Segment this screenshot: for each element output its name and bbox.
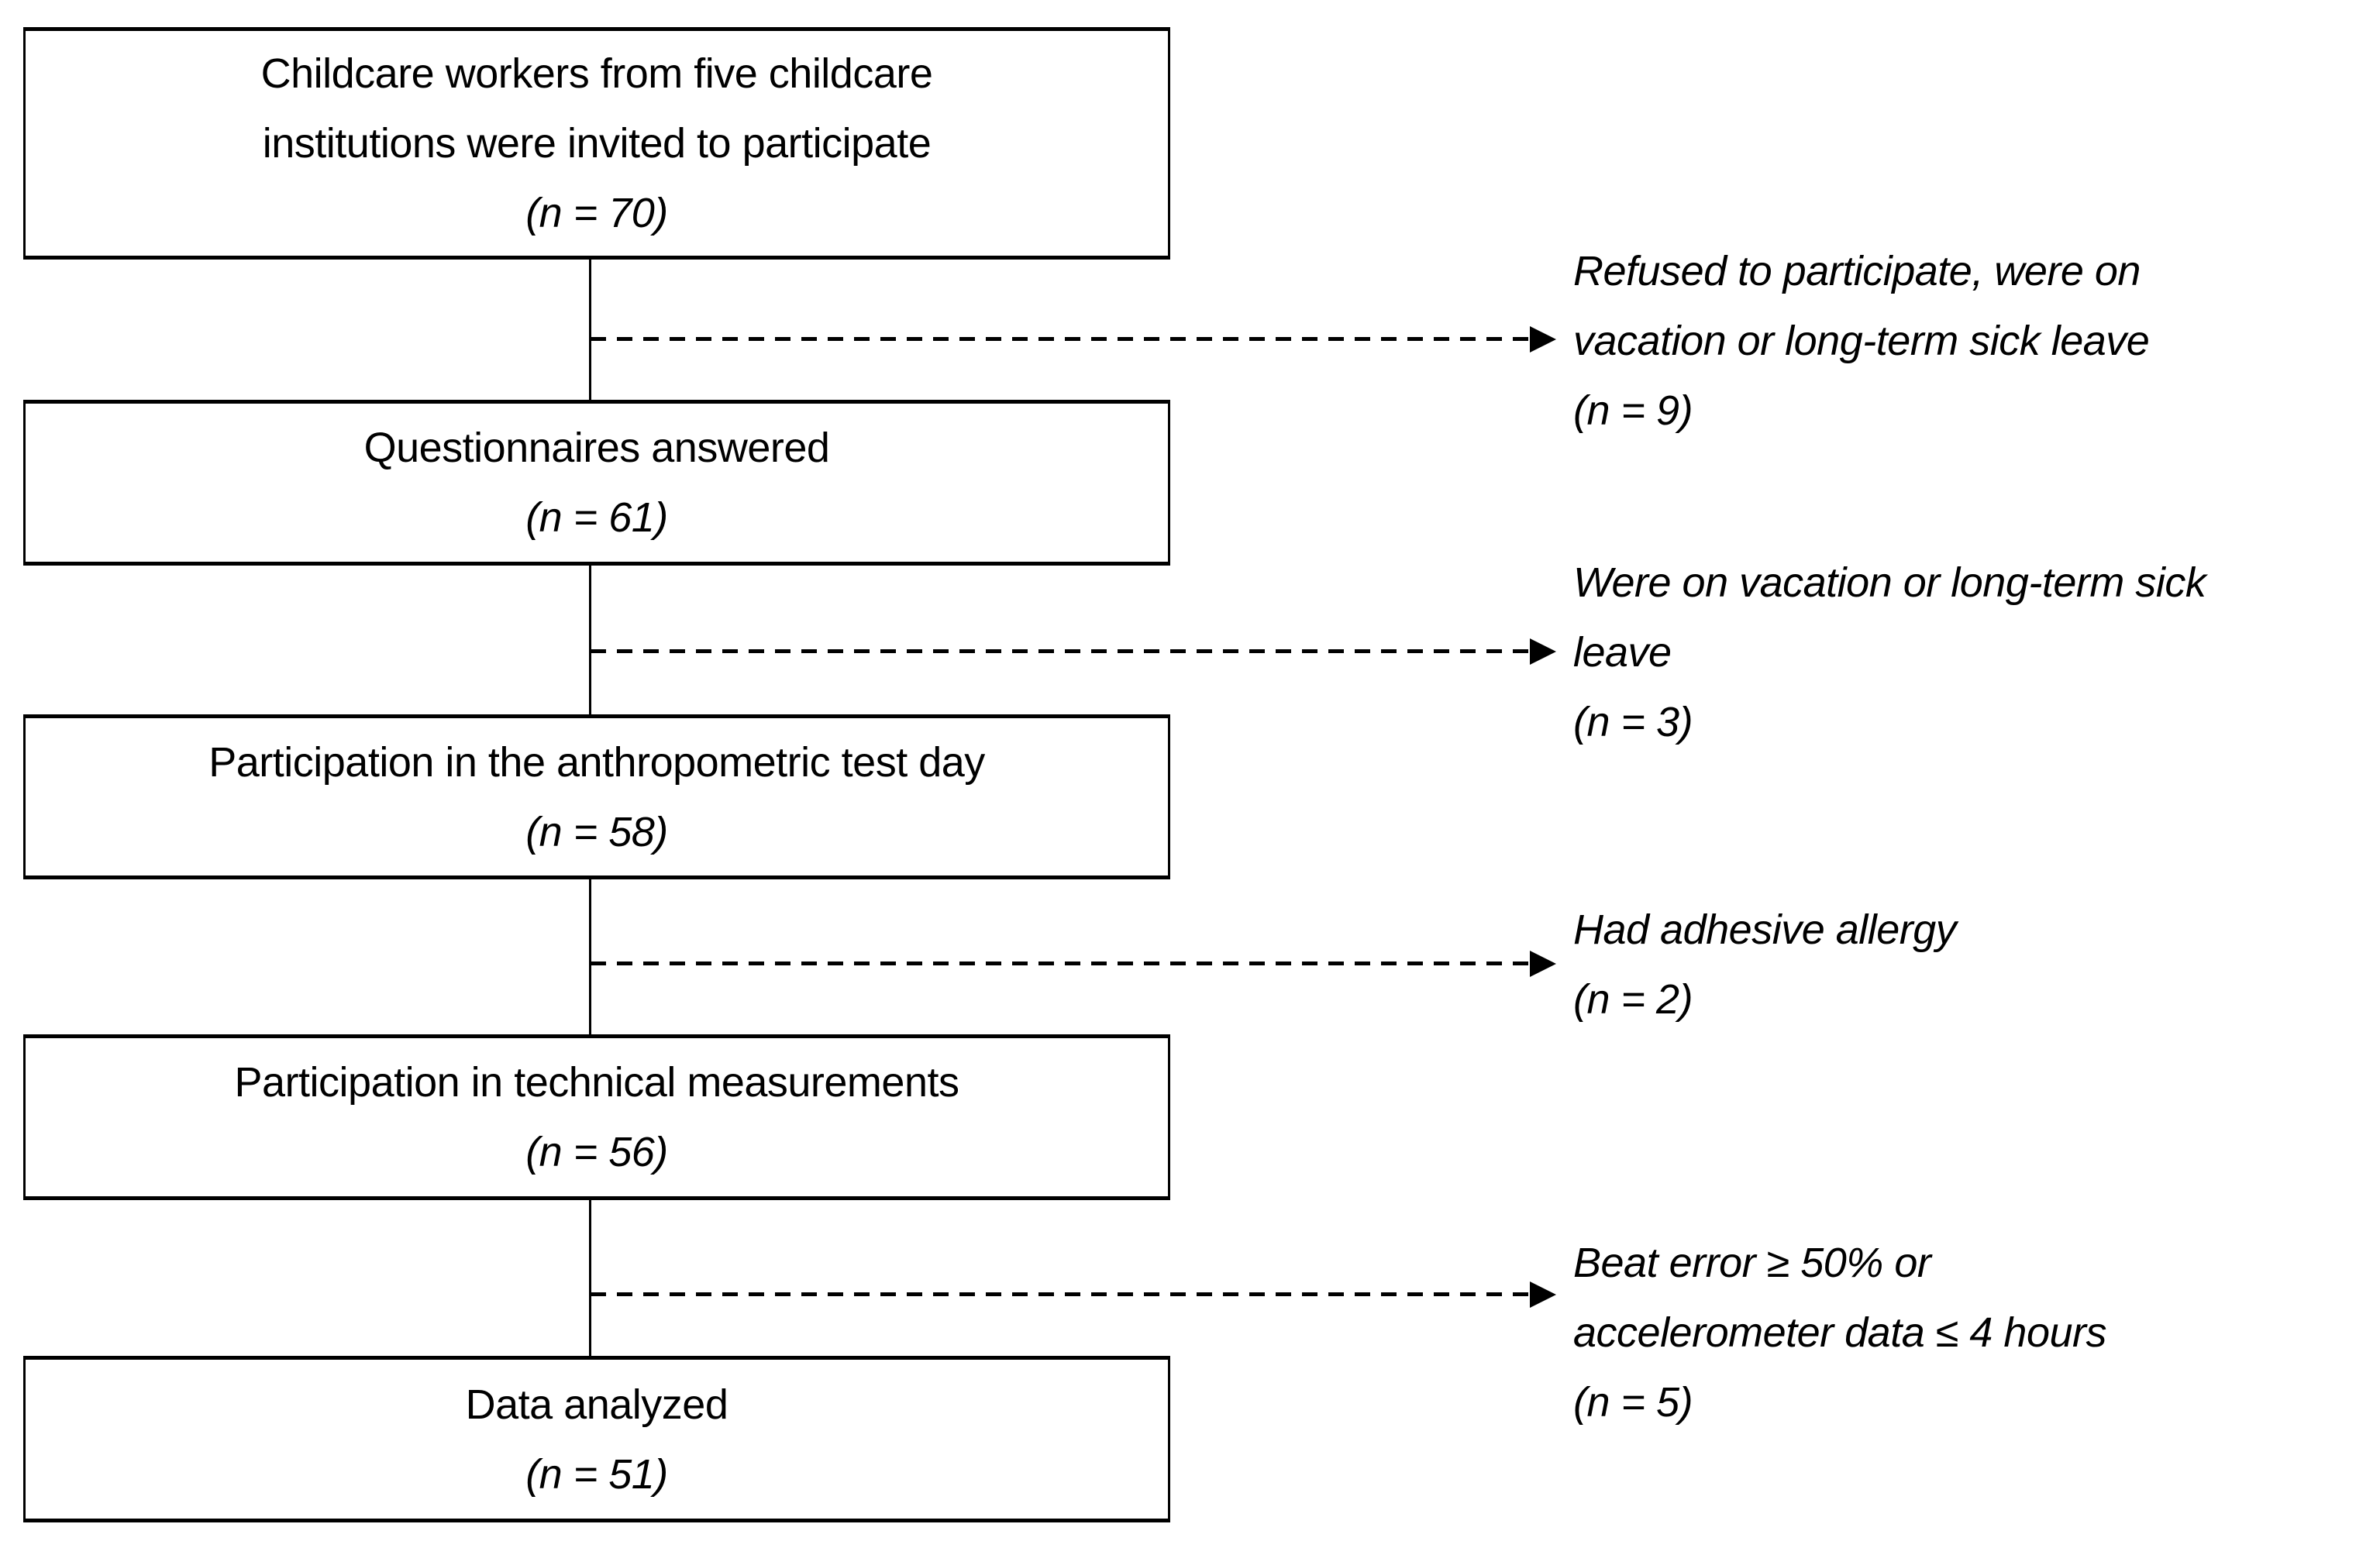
exclusion-note-refused: Refused to participate, were on vacation…	[1573, 236, 2380, 445]
exclusion-text-line: Beat error ≥ 50% or	[1573, 1240, 1931, 1286]
exclusion-text-line: Refused to participate, were on	[1573, 248, 2141, 294]
arrow-right-icon	[1530, 1281, 1556, 1308]
flow-box-invited: Childcare workers from five childcare in…	[23, 27, 1170, 260]
box-n-label: (n = 58)	[525, 808, 668, 855]
flow-box-questionnaires-answered: Questionnaires answered (n = 61)	[23, 400, 1170, 566]
exclusion-arrow-line	[591, 649, 1530, 653]
exclusion-text-line: Had adhesive allergy	[1573, 906, 1957, 953]
exclusion-arrow-line	[591, 337, 1530, 341]
connector-line	[589, 879, 591, 1034]
exclusion-n-label: (n = 2)	[1573, 976, 1693, 1023]
flow-box-data-analyzed: Data analyzed (n = 51)	[23, 1356, 1170, 1522]
connector-line	[589, 260, 591, 400]
exclusion-text-line: Were on vacation or long-term sick	[1573, 559, 2206, 606]
box-text-line: institutions were invited to participate	[262, 120, 932, 167]
exclusion-arrow-line	[591, 961, 1530, 965]
exclusion-note-beat-error: Beat error ≥ 50% or accelerometer data ≤…	[1573, 1228, 2380, 1437]
box-n-label: (n = 51)	[525, 1450, 668, 1498]
connector-line	[589, 566, 591, 714]
exclusion-n-label: (n = 3)	[1573, 699, 1693, 745]
box-n-label: (n = 61)	[525, 494, 668, 541]
exclusion-text-line: vacation or long-term sick leave	[1573, 318, 2150, 364]
box-n-label: (n = 56)	[525, 1129, 668, 1175]
exclusion-text-line: accelerometer data ≤ 4 hours	[1573, 1309, 2107, 1356]
exclusion-arrow-line	[591, 1292, 1530, 1296]
box-text-line: Participation in technical measurements	[234, 1059, 959, 1106]
arrow-right-icon	[1530, 638, 1556, 665]
exclusion-note-vacation: Were on vacation or long-term sick leave…	[1573, 548, 2380, 757]
box-text-line: Data analyzed	[465, 1381, 728, 1428]
connector-line	[589, 1200, 591, 1356]
exclusion-n-label: (n = 9)	[1573, 387, 1693, 434]
arrow-right-icon	[1530, 326, 1556, 353]
flow-box-anthropometric-test-day: Participation in the anthropometric test…	[23, 714, 1170, 879]
arrow-right-icon	[1530, 951, 1556, 977]
box-n-label: (n = 70)	[525, 190, 668, 236]
exclusion-n-label: (n = 5)	[1573, 1379, 1693, 1426]
exclusion-note-adhesive-allergy: Had adhesive allergy (n = 2)	[1573, 895, 2380, 1034]
box-text-line: Participation in the anthropometric test…	[208, 738, 985, 786]
flow-box-technical-measurements: Participation in technical measurements …	[23, 1034, 1170, 1200]
box-text-line: Questionnaires answered	[363, 425, 830, 471]
exclusion-text-line: leave	[1573, 629, 1672, 676]
box-text-line: Childcare workers from five childcare	[260, 50, 933, 97]
